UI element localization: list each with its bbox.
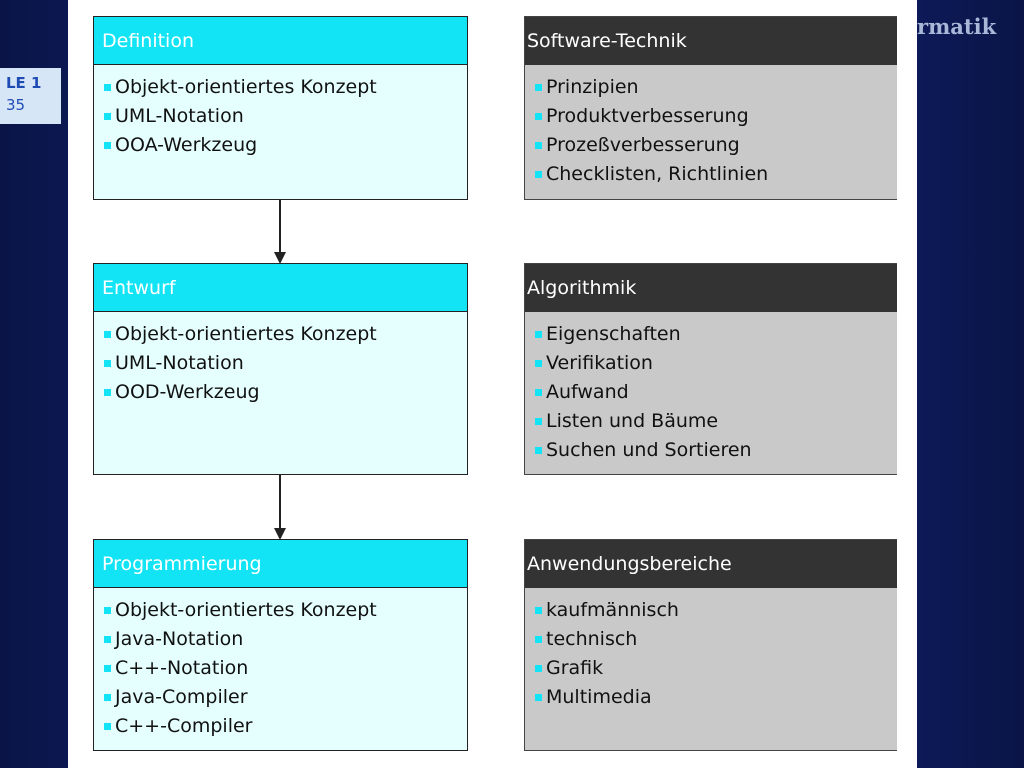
- anwendungsbereiche-box: Anwendungsbereiche kaufmännisch technisc…: [524, 539, 897, 751]
- bullet-icon: [104, 331, 111, 338]
- list-item: OOD-Werkzeug: [104, 378, 457, 407]
- list-item: UML-Notation: [104, 102, 457, 131]
- bullet-icon: [535, 331, 542, 338]
- bullet-icon: [535, 665, 542, 672]
- list-item: kaufmännisch: [535, 596, 887, 625]
- bullet-icon: [535, 447, 542, 454]
- bullet-icon: [104, 360, 111, 367]
- list-item: Grafik: [535, 654, 887, 683]
- list-item: C++-Notation: [104, 654, 457, 683]
- entwurf-box: Entwurf Objekt-orientiertes Konzept UML-…: [93, 263, 468, 475]
- list-item: Eigenschaften: [535, 320, 887, 349]
- bullet-icon: [104, 142, 111, 149]
- entwurf-title: Entwurf: [94, 264, 467, 312]
- programmierung-box: Programmierung Objekt-orientiertes Konze…: [93, 539, 468, 751]
- slide-le-label: LE 1: [6, 74, 42, 92]
- slide-page-number: 35: [6, 96, 26, 114]
- slide-number: LE 1 35: [0, 68, 61, 124]
- list-item: Java-Notation: [104, 625, 457, 654]
- list-item: Objekt-orientiertes Konzept: [104, 320, 457, 349]
- list-item: Produktverbesserung: [535, 102, 887, 131]
- list-item: Prinzipien: [535, 73, 887, 102]
- bullet-icon: [535, 84, 542, 91]
- programmierung-title: Programmierung: [94, 540, 467, 588]
- software-technik-title: Software-Technik: [525, 17, 897, 65]
- bullet-icon: [104, 389, 111, 396]
- bullet-icon: [104, 84, 111, 91]
- bullet-icon: [535, 360, 542, 367]
- arrow-down-icon: [274, 200, 286, 264]
- list-item: Listen und Bäume: [535, 407, 887, 436]
- bullet-icon: [104, 665, 111, 672]
- arrow-down-icon: [274, 475, 286, 540]
- list-item: Checklisten, Richtlinien: [535, 160, 887, 189]
- list-item: Suchen und Sortieren: [535, 436, 887, 465]
- list-item: technisch: [535, 625, 887, 654]
- list-item: Java-Compiler: [104, 683, 457, 712]
- content-panel: Definition Objekt-orientiertes Konzept U…: [68, 0, 917, 768]
- bullet-icon: [104, 723, 111, 730]
- bullet-icon: [535, 607, 542, 614]
- bullet-icon: [535, 636, 542, 643]
- list-item: Objekt-orientiertes Konzept: [104, 596, 457, 625]
- list-item: Prozeßverbesserung: [535, 131, 887, 160]
- bullet-icon: [535, 113, 542, 120]
- bullet-icon: [535, 694, 542, 701]
- list-item: UML-Notation: [104, 349, 457, 378]
- anwendungsbereiche-title: Anwendungsbereiche: [525, 540, 897, 588]
- bullet-icon: [104, 694, 111, 701]
- bullet-icon: [104, 113, 111, 120]
- list-item: Objekt-orientiertes Konzept: [104, 73, 457, 102]
- definition-box: Definition Objekt-orientiertes Konzept U…: [93, 16, 468, 200]
- software-technik-box: Software-Technik Prinzipien Produktverbe…: [524, 16, 897, 200]
- bullet-icon: [535, 171, 542, 178]
- bullet-icon: [535, 389, 542, 396]
- bullet-icon: [535, 142, 542, 149]
- list-item: Verifikation: [535, 349, 887, 378]
- definition-title: Definition: [94, 17, 467, 65]
- algorithmik-title: Algorithmik: [525, 264, 897, 312]
- list-item: Aufwand: [535, 378, 887, 407]
- bullet-icon: [104, 607, 111, 614]
- slide-header-fragment: rmatik: [917, 14, 997, 39]
- list-item: Multimedia: [535, 683, 887, 712]
- list-item: OOA-Werkzeug: [104, 131, 457, 160]
- list-item: C++-Compiler: [104, 712, 457, 741]
- algorithmik-box: Algorithmik Eigenschaften Verifikation A…: [524, 263, 897, 475]
- bullet-icon: [535, 418, 542, 425]
- bullet-icon: [104, 636, 111, 643]
